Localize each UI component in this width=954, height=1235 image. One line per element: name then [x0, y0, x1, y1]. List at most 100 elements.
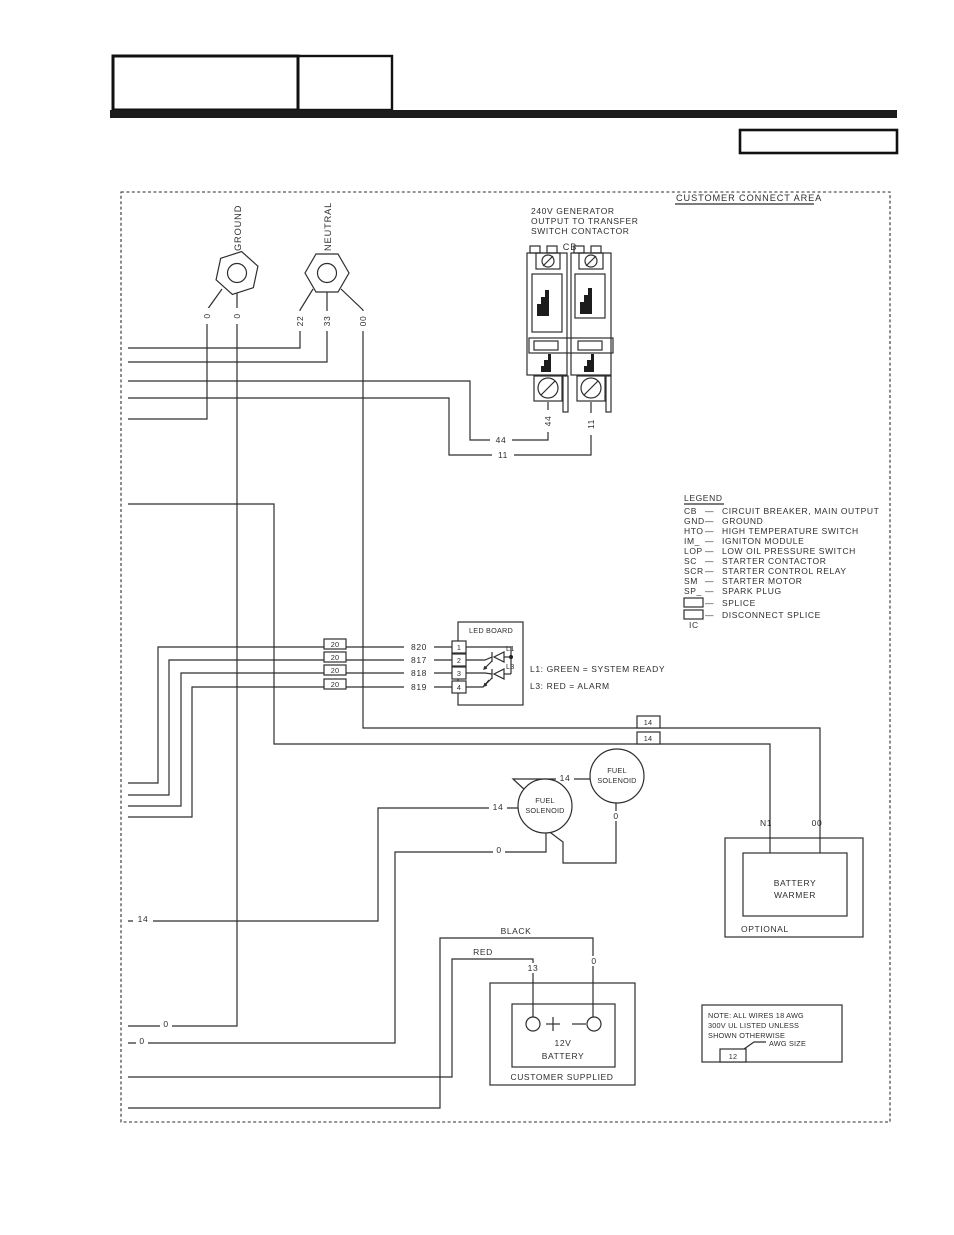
solenoid-label: FUEL [535, 796, 554, 805]
warmer-terminal-00: 00 [812, 818, 823, 828]
circuit-breaker: 240V GENERATOR OUTPUT TO TRANSFER SWITCH… [490, 206, 638, 460]
cb-note-line3: SWITCH CONTACTOR [531, 226, 630, 236]
led-terminal-2: 2 [457, 656, 461, 665]
legend-abbr: SM [684, 576, 698, 586]
warmer-outer-box [724, 837, 864, 938]
legend-abbr: SCR [684, 566, 704, 576]
legend-dash: — [705, 576, 714, 586]
battery: BLACK RED 13 0 12V BATTERY CUSTOMER SUPP… [473, 926, 636, 1086]
legend-disconnect-splice: DISCONNECT SPLICE [722, 610, 821, 620]
awg14-marker [636, 731, 661, 745]
legend-dash: — [705, 546, 714, 556]
black-wire-label: BLACK [501, 926, 532, 936]
solenoid-label: SOLENOID [597, 776, 636, 785]
awg-size-label: AWG SIZE [769, 1039, 806, 1048]
cb-label: CB [563, 242, 578, 252]
led-l3-label: L3 [506, 662, 515, 671]
area-title: CUSTOMER CONNECT AREA [676, 193, 822, 203]
legend-dash: — [705, 556, 714, 566]
awg14-marker [636, 715, 661, 729]
note-line-2: 300V UL LISTED UNLESS [708, 1021, 799, 1030]
note-box-border [701, 1004, 843, 1063]
wire-label-13: 13 [528, 963, 539, 973]
ground-hex-hole [226, 262, 248, 284]
awg20-label: 20 [331, 666, 340, 675]
legend-desc: CIRCUIT BREAKER, MAIN OUTPUT [722, 506, 879, 516]
legend-abbr: GND [684, 516, 705, 526]
legend-ic: IC [689, 620, 699, 630]
page-header [110, 54, 899, 155]
legend-abbr: CB [684, 506, 697, 516]
led-board: LED BOARD 1 2 3 4 L1 L3 820 817 818 819 … [323, 621, 665, 706]
legend-desc: STARTER MOTOR [722, 576, 803, 586]
legend-desc: HIGH TEMPERATURE SWITCH [722, 526, 859, 536]
awg20-label: 20 [331, 640, 340, 649]
battery-voltage: 12V [555, 1038, 572, 1048]
ground-lug: GROUND 0 0 [202, 205, 259, 324]
legend-dash: — [705, 516, 714, 526]
wire-label-817: 817 [411, 655, 427, 665]
wire-ground-0a [128, 288, 223, 420]
wire-22 [128, 288, 314, 349]
led-terminal-4: 4 [457, 683, 461, 692]
warmer-label: WARMER [774, 890, 816, 900]
legend-dash: — [705, 526, 714, 536]
awg20-marker [323, 678, 347, 690]
cb-rating-mark-left [537, 290, 549, 316]
wire-44 [128, 380, 549, 441]
legend-dash: — [705, 506, 714, 516]
neutral-hex-hole [316, 262, 338, 284]
cb-note-line2: OUTPUT TO TRANSFER [531, 216, 638, 226]
awg12-marker [719, 1048, 747, 1063]
red-wire-label: RED [473, 947, 493, 957]
note-line-3: SHOWN OTHERWISE [708, 1031, 785, 1040]
cb-note-line1: 240V GENERATOR [531, 206, 615, 216]
led-terminal-3: 3 [457, 669, 461, 678]
wire-label-22: 22 [295, 316, 305, 327]
battery-warmer: N1 00 BATTERY WARMER OPTIONAL [724, 818, 864, 938]
warmer-terminal-n1: N1 [760, 818, 772, 828]
battery-positive-terminal [525, 1016, 541, 1032]
wire-label-11-vert: 11 [586, 419, 596, 429]
wire-label-819: 819 [411, 682, 427, 692]
awg14-label: 14 [644, 734, 653, 743]
led-note-2: L3: RED = ALARM [530, 681, 610, 691]
led-board-title: LED BOARD [469, 626, 513, 635]
led-emission-arrow [483, 660, 493, 670]
wire-label-0: 0 [496, 845, 501, 855]
battery-negative-terminal [586, 1016, 602, 1032]
note-box: NOTE: ALL WIRES 18 AWG 300V UL LISTED UN… [701, 1004, 843, 1063]
awg20-marker [323, 664, 347, 676]
awg14-label: 14 [644, 718, 653, 727]
disconnect-splice-symbol [683, 609, 704, 620]
wire-label-11: 11 [498, 450, 508, 460]
legend-abbr: LOP [684, 546, 703, 556]
led-l1-label: L1 [506, 644, 515, 653]
legend-abbr: HTO [684, 526, 704, 536]
awg12-label: 12 [729, 1052, 738, 1061]
wire-label-0: 0 [591, 956, 596, 966]
wire-red [128, 958, 534, 1078]
cb-handle-tie [528, 337, 614, 354]
wire-label-820: 820 [411, 642, 427, 652]
header-cell-left [111, 54, 300, 112]
led-l1-symbol [492, 651, 505, 663]
warmer-inner-box [742, 852, 848, 917]
wire-solenoid-ground-link [546, 803, 617, 864]
splice-symbol [683, 597, 704, 608]
legend: LEGEND CB — CIRCUIT BREAKER, MAIN OUTPUT G… [683, 493, 879, 630]
led-note-1: L1: GREEN = SYSTEM READY [530, 664, 665, 674]
wire-label-44: 44 [496, 435, 507, 445]
wire-817 [128, 659, 452, 796]
legend-abbr: SP_ [684, 586, 702, 596]
wire-black [128, 937, 594, 1109]
awg20-marker [323, 651, 347, 663]
legend-dash: — [705, 610, 714, 620]
legend-splice: SPLICE [722, 598, 756, 608]
led-l3-symbol [492, 668, 505, 680]
legend-dash: — [705, 566, 714, 576]
diagram-frame [120, 191, 891, 1123]
legend-desc: STARTER CONTROL RELAY [722, 566, 847, 576]
legend-title: LEGEND [684, 493, 723, 503]
legend-dash: — [705, 598, 714, 608]
